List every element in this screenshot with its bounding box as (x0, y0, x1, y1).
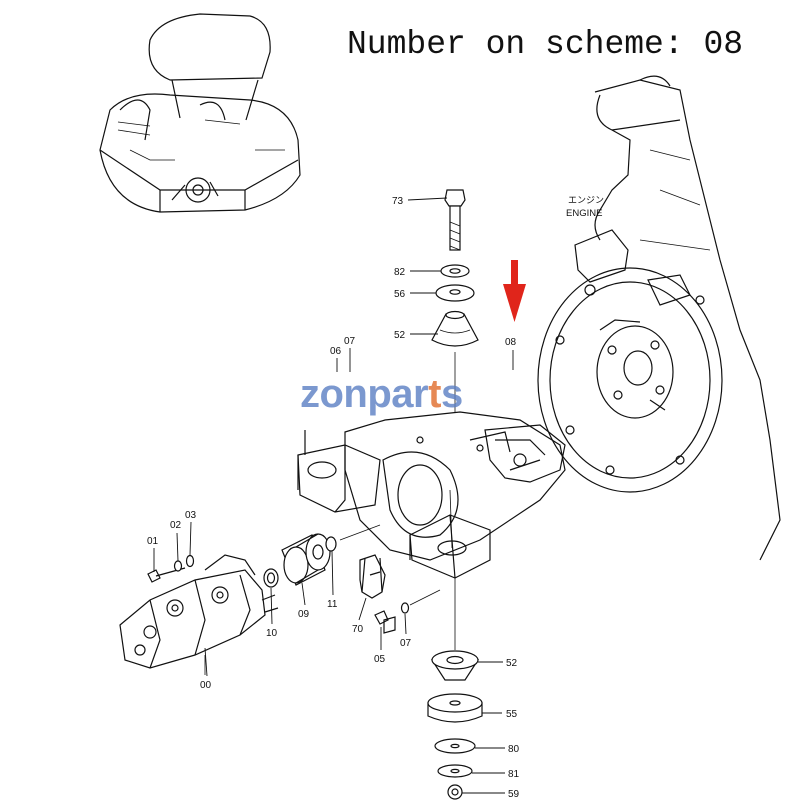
callout-82: 82 (394, 267, 406, 278)
flywheel-housing (297, 411, 566, 579)
callout-07-lower: 07 (400, 638, 412, 649)
red-arrow-indicator (503, 260, 526, 322)
callout-05: 05 (374, 654, 386, 665)
callout-07-upper: 07 (344, 336, 356, 347)
scheme-number-caption: Number on scheme: 08 (347, 26, 744, 63)
callout-03: 03 (185, 510, 197, 521)
callout-52-upper: 52 (394, 330, 406, 341)
callout-labels: 73 82 56 52 08 06 07 01 02 03 00 10 09 1… (147, 196, 520, 800)
callout-00: 00 (200, 680, 212, 691)
upper-mount-stack (431, 189, 479, 412)
callout-08: 08 (505, 337, 517, 348)
callout-70: 70 (352, 624, 364, 635)
machine-thumbnail (99, 13, 301, 213)
clamp-hardware (359, 554, 441, 634)
callout-73: 73 (392, 196, 404, 207)
callout-55: 55 (506, 709, 518, 720)
watermark-logo: zonparts (300, 372, 463, 417)
watermark-text-2: s (440, 372, 463, 416)
callout-02: 02 (170, 520, 182, 531)
callout-56: 56 (394, 289, 406, 300)
leader-lines (153, 197, 514, 794)
engine-label: ENGINE (566, 208, 602, 219)
engine-label-japanese: エンジン (568, 196, 604, 206)
callout-59: 59 (508, 789, 520, 800)
arrow-head (503, 284, 526, 322)
callout-81: 81 (508, 769, 520, 780)
callout-80: 80 (508, 744, 520, 755)
watermark-text-accent: t (428, 372, 441, 416)
callout-10: 10 (266, 628, 278, 639)
lower-mount-stack (427, 578, 483, 800)
callout-52-lower: 52 (506, 658, 518, 669)
watermark-text-1: zonpar (300, 372, 429, 416)
callout-11: 11 (327, 599, 338, 610)
callout-09: 09 (298, 609, 310, 620)
callout-01: 01 (147, 536, 159, 547)
arrow-shaft (511, 260, 518, 286)
hydraulic-pump (119, 524, 381, 675)
engine-block: エンジン ENGINE (537, 75, 781, 561)
callout-06: 06 (330, 346, 342, 357)
